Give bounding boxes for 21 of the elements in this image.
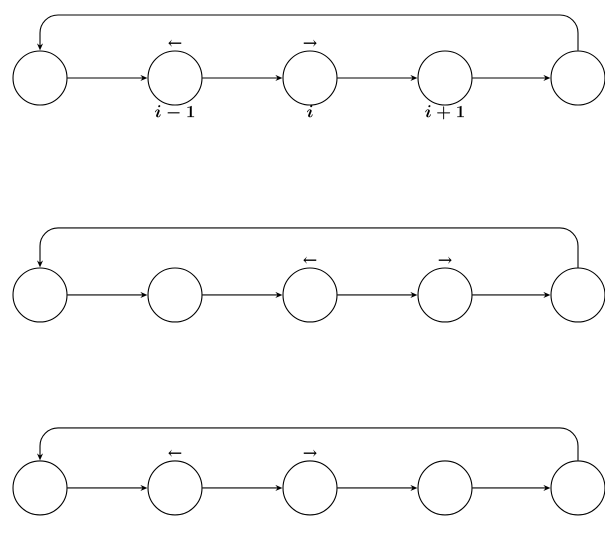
circle-node — [147, 50, 203, 106]
direction-arrow: → — [304, 40, 317, 47]
direction-arrow: ← — [303, 256, 316, 264]
circle-node — [282, 50, 338, 106]
circle-node — [12, 50, 68, 106]
circle-node — [12, 460, 68, 516]
circle-node — [282, 460, 338, 516]
circle-node — [12, 267, 68, 323]
direction-arrow: → — [304, 450, 317, 457]
index-label: $i+1$ — [425, 105, 464, 120]
direction-arrow: ← — [168, 450, 182, 457]
index-label: $i$ — [307, 105, 313, 118]
circle-node — [417, 50, 473, 106]
circle-node — [417, 267, 473, 323]
circle-node — [417, 460, 473, 516]
circle-node — [282, 267, 338, 323]
direction-arrow: ← — [168, 40, 182, 47]
circle-node — [147, 267, 203, 323]
circle-node — [147, 460, 203, 516]
index-label: $i-1$ — [155, 105, 194, 118]
direction-arrow: → — [438, 256, 452, 264]
